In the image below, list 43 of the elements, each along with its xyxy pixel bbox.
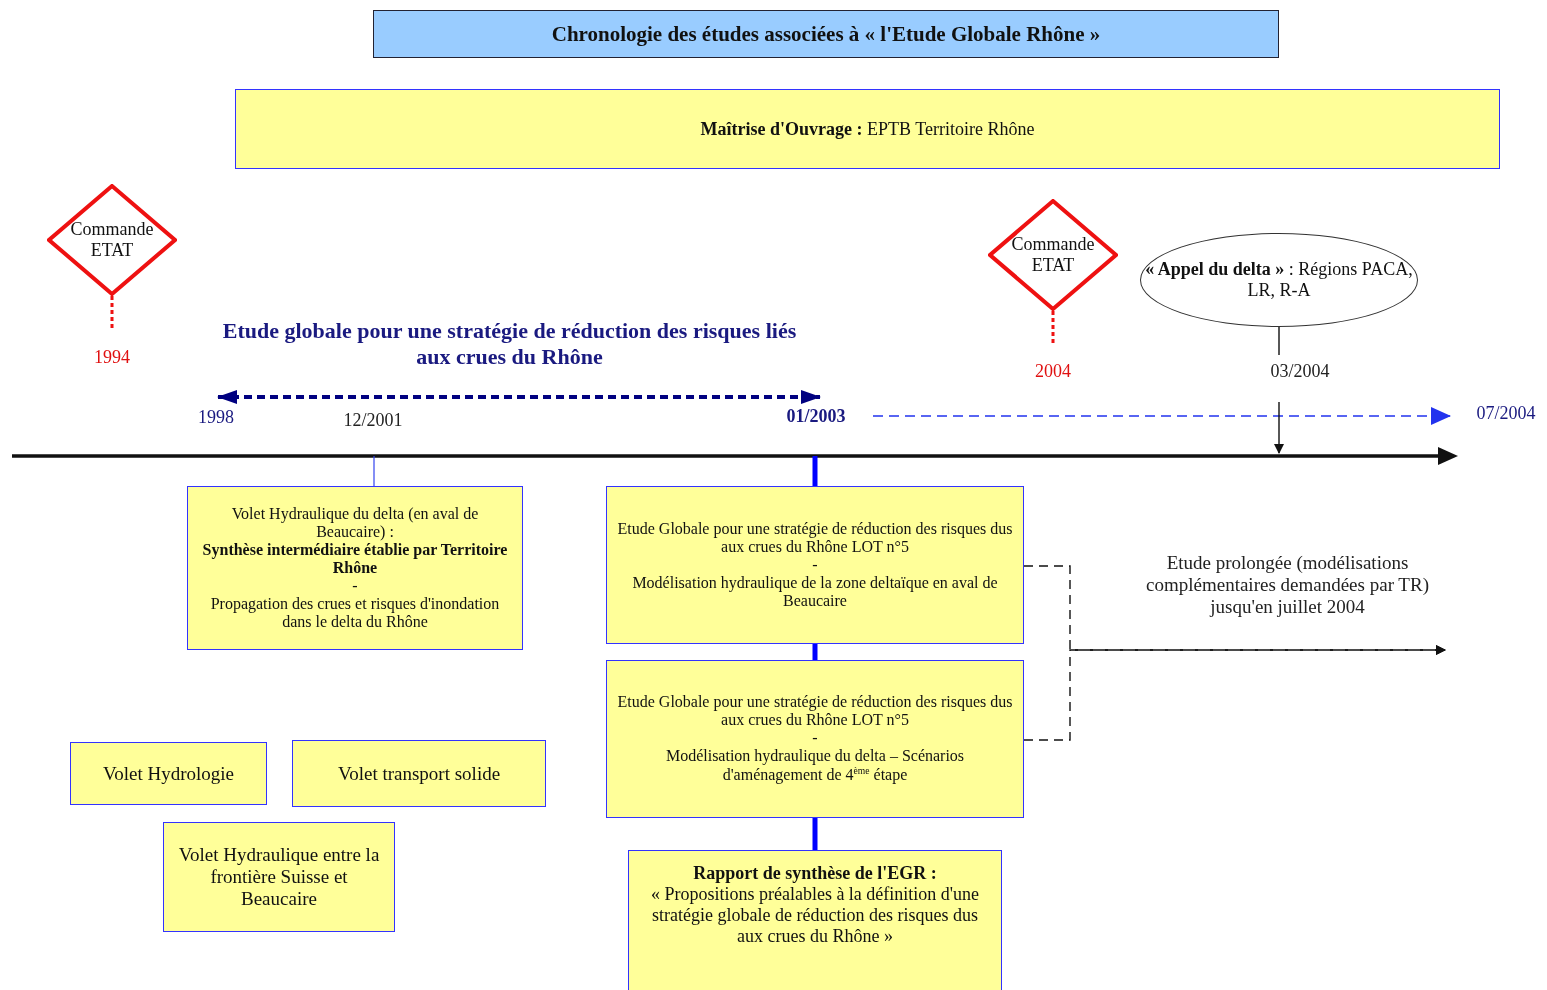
year-label: 1994 (93, 347, 131, 368)
study-box (70, 742, 267, 805)
box-text: Etude Globale pour une stratégie de réduction des risques dus aux crues du Rhône LOT n°5 (617, 693, 1013, 730)
date-label: 12/2001 (342, 410, 404, 431)
box-text: Volet Hydraulique du delta (en aval de Beaucaire) : (230, 505, 480, 541)
study-box (187, 486, 523, 650)
box-text: Volet Hydrologie (102, 762, 235, 785)
box-text: Commande ETAT (69, 219, 155, 261)
box-text: Rapport de synthèse de l'EGR : (693, 863, 937, 884)
report-box (628, 850, 1002, 990)
date-label: 1998 (197, 407, 235, 428)
study-box (292, 740, 546, 807)
box-text: Volet transport solide (337, 762, 501, 785)
box-text: « Appel du delta » : Régions PACA, LR, R-A (1144, 259, 1414, 301)
date-label: 03/2004 (1269, 361, 1331, 382)
title-banner: Chronologie des études associées à « l'Etude Globale Rhône » (373, 10, 1279, 58)
separator-dash: - (812, 556, 818, 574)
period-heading: Etude globale pour une stratégie de réduction des risques liés aux crues du Rhône (222, 318, 797, 370)
connector-line (812, 818, 818, 850)
study-box (163, 822, 395, 932)
box-text: Volet Hydraulique entre la frontière Suisse et Beaucaire (177, 844, 381, 910)
owner-banner (235, 89, 1500, 169)
study-box (606, 660, 1024, 818)
box-text: Synthèse intermédiaire établie par Territoire Rhône (201, 541, 509, 577)
separator-dash: - (352, 577, 358, 595)
box-text: Maîtrise d'Ouvrage : EPTB Territoire Rhône (700, 118, 1035, 140)
box-text: « Propositions préalables à la définition d'une stratégie globale de réduction des risques dus aux crues du Rhône » (649, 884, 981, 947)
box-text: Etude Globale pour une stratégie de réduction des risques dus aux crues du Rhône LOT n°5 (617, 520, 1013, 556)
note-text: Etude prolongée (modélisations complémentaires demandées par TR) jusqu'en juillet 2004 (1145, 552, 1430, 618)
date-label: 01/2003 (785, 406, 847, 427)
order-diamond (988, 199, 1118, 311)
box-text: Propagation des crues et risques d'inondation dans le delta du Rhône (209, 595, 501, 631)
arrow (1274, 326, 1284, 454)
year-label: 2004 (1034, 361, 1072, 382)
box-text: Modélisation hydraulique du delta – Scénarios d'aménagement de 4$^{ème}$ étape (664, 747, 966, 785)
connector-line (812, 644, 818, 660)
separator-dash: - (812, 729, 818, 748)
study-box (606, 486, 1024, 644)
box-text: Commande ETAT (1010, 234, 1096, 276)
order-diamond (47, 184, 177, 296)
box-text: Modélisation hydraulique de la zone deltaïque en aval de Beaucaire (631, 574, 999, 610)
arrow (1023, 645, 1446, 741)
date-label: 07/2004 (1475, 403, 1537, 424)
